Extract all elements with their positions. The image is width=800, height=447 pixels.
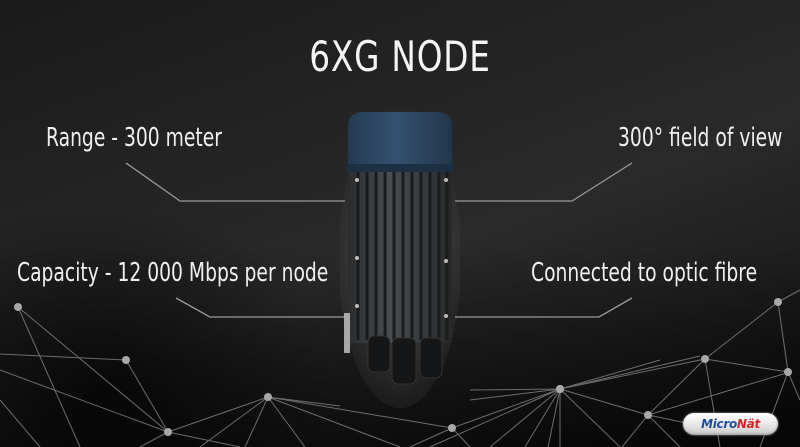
fov-callout-line bbox=[455, 162, 633, 202]
network-nodes bbox=[14, 298, 792, 436]
callout-lines bbox=[125, 162, 633, 318]
feature-field-of-view: 300° field of view bbox=[618, 123, 783, 153]
node-device-image bbox=[340, 108, 460, 408]
range-callout-line bbox=[125, 162, 345, 202]
feature-fibre: Connected to optic fibre bbox=[531, 258, 758, 288]
logo-part2: Nät bbox=[736, 417, 760, 431]
page-title: 6XG NODE bbox=[309, 32, 491, 81]
capacity-callout-line bbox=[175, 297, 345, 318]
feature-capacity: Capacity - 12 000 Mbps per node bbox=[17, 258, 329, 288]
feature-range: Range - 300 meter bbox=[46, 123, 222, 153]
logo-part1: Micro bbox=[701, 417, 737, 431]
fibre-callout-line bbox=[455, 297, 633, 318]
